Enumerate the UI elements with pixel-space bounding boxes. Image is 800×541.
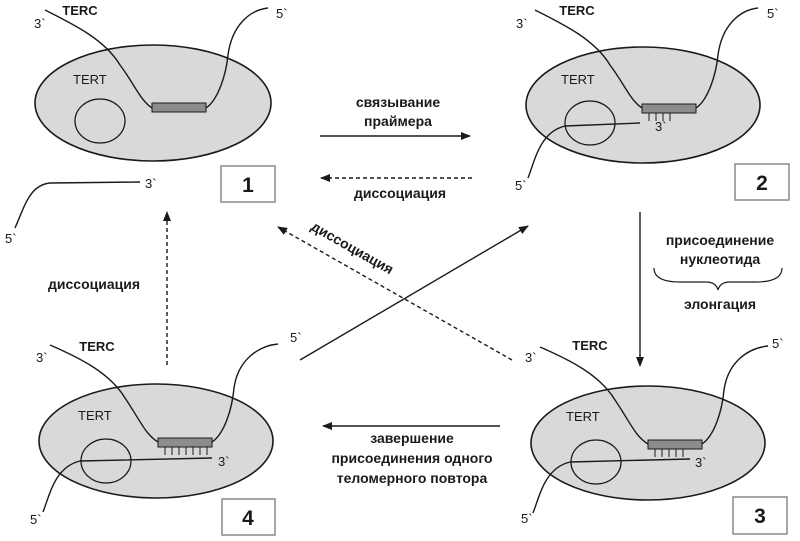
primer-strand (14, 181, 141, 229)
translocation-arrow (299, 225, 529, 361)
panel-number: 2 (756, 172, 768, 195)
panel-number: 3 (754, 505, 766, 528)
primer-three-prime-label: 3` (145, 176, 157, 191)
repeat-completion-label-line3: теломерного повтора (337, 470, 488, 486)
elongation-brace (653, 267, 783, 291)
tert-label: TERT (73, 72, 107, 87)
panel-number-box (221, 498, 276, 536)
terc-label: TERC (79, 339, 115, 354)
five-prime-label: 5` (772, 336, 784, 351)
primer-five-prime-label: 5` (515, 178, 527, 193)
nucleotide-addition-label-line1: присоединение (666, 232, 775, 248)
panel-number-box (732, 496, 788, 535)
template-region (151, 102, 207, 113)
tert-label: TERT (566, 409, 600, 424)
template-region (157, 437, 213, 448)
primer-five-prime-label: 5` (30, 512, 42, 527)
panel-number-box (220, 165, 276, 203)
panel-2: TERC TERT 3` 5` 3` 5` 2 (515, 3, 790, 201)
three-prime-label: 3` (36, 350, 48, 365)
three-prime-label: 3` (34, 16, 46, 31)
nucleus-circle (564, 100, 616, 146)
template-ticks (164, 447, 208, 455)
panel-number-box (734, 163, 790, 201)
template-ticks (654, 449, 684, 457)
panel-number: 1 (242, 174, 254, 197)
dissociation-label-left: диссоциация (48, 276, 140, 292)
primer-five-prime-label: 5` (5, 231, 17, 246)
terc-label: TERC (572, 338, 608, 353)
primer-three-prime-label: 3` (695, 455, 707, 470)
primer-binding-label-line2: праймера (364, 113, 432, 129)
primer-strand (532, 458, 691, 514)
elongation-label: элонгация (684, 296, 756, 312)
panel-3: TERC TERT 3` 5` 3` 5` 3 (521, 336, 788, 535)
dissociation-label-top: диссоциация (354, 185, 446, 201)
primer-binding-label-line1: связывание (356, 94, 441, 110)
primer-strand (527, 122, 641, 179)
template-region (647, 439, 703, 450)
three-prime-label: 3` (525, 350, 537, 365)
five-prime-label: 5` (276, 6, 288, 21)
five-prime-label: 5` (767, 6, 779, 21)
nucleotide-addition-label-line2: нуклеотида (680, 251, 760, 267)
five-prime-label: 5` (290, 330, 302, 345)
terc-label: TERC (559, 3, 595, 18)
terc-rna-strand (534, 7, 759, 109)
primer-strand (42, 457, 213, 513)
repeat-completion-label-line2: присоединения одного (331, 450, 492, 466)
panel-1: TERC TERT 3` 5` 3` 5` 1 (5, 3, 288, 246)
panel-number: 4 (242, 507, 254, 530)
primer-three-prime-label: 3` (218, 454, 230, 469)
terc-rna-strand (44, 7, 269, 109)
tert-label: TERT (561, 72, 595, 87)
terc-rna-strand (539, 345, 769, 445)
repeat-completion-label-line1: завершение (370, 430, 454, 446)
template-ticks (648, 113, 671, 121)
dissociation-label-diagonal: диссоциация (309, 218, 397, 277)
three-prime-label: 3` (516, 16, 528, 31)
tert-label: TERT (78, 408, 112, 423)
template-region (641, 103, 697, 114)
panel-4: TERC TERT 3` 5` 3` 5` 4 (30, 330, 302, 536)
nucleus-circle (74, 98, 126, 144)
primer-five-prime-label: 5` (521, 511, 533, 526)
primer-three-prime-label: 3` (655, 119, 667, 134)
terc-label: TERC (62, 3, 98, 18)
terc-rna-strand (49, 343, 279, 443)
dissociation-arrow-diagonal (277, 226, 513, 361)
